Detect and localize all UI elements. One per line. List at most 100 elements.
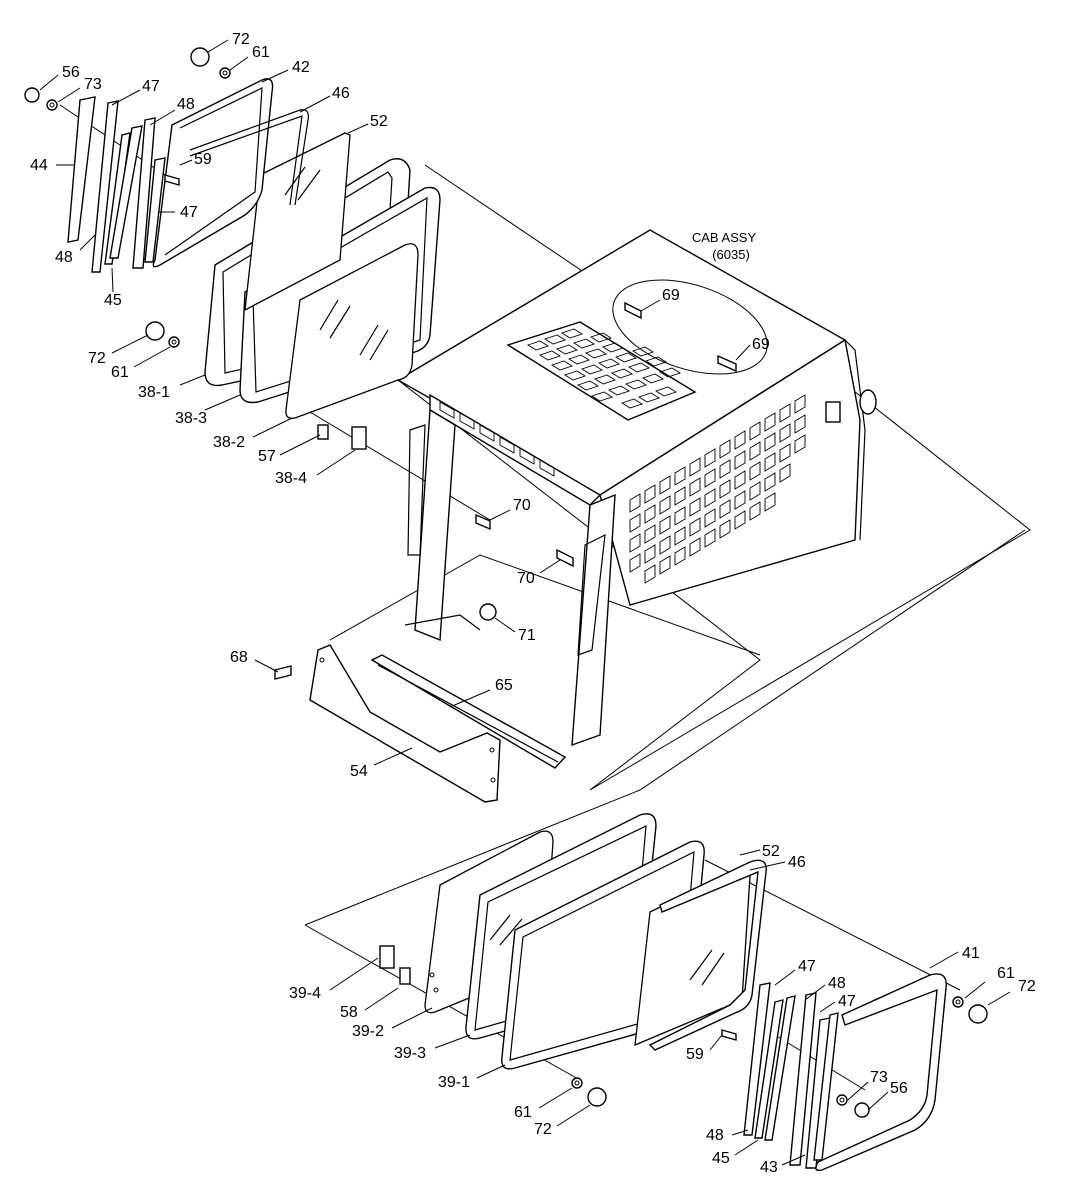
cab-fasteners <box>274 279 768 680</box>
callout-45: 45 <box>712 1150 730 1167</box>
rear-hinge <box>859 389 877 415</box>
strip-47b <box>144 157 166 263</box>
nut-71 <box>479 603 497 621</box>
callout-59: 59 <box>194 151 212 168</box>
side-latch <box>825 401 841 423</box>
nut-56a <box>24 87 40 103</box>
callout-47: 47 <box>838 993 856 1010</box>
callout-56: 56 <box>890 1080 908 1097</box>
callout-54: 54 <box>350 763 368 780</box>
weather-strip-65 <box>370 654 567 769</box>
callout-57: 57 <box>258 448 276 465</box>
callout-labels: 72 61 42 56 73 47 48 46 52 44 59 47 48 4… <box>30 31 1036 1176</box>
callout-39-1: 39-1 <box>438 1074 470 1091</box>
callout-48: 48 <box>55 249 73 266</box>
callout-39-3: 39-3 <box>394 1045 426 1062</box>
nut-72c <box>968 1004 988 1024</box>
bolt-69b <box>717 354 737 373</box>
left-strips <box>67 96 166 273</box>
hinge-39-4 <box>379 945 395 969</box>
callout-61: 61 <box>514 1104 532 1121</box>
strip-47d <box>813 1012 839 1161</box>
lower-seal-46 <box>648 859 767 1051</box>
strip-48b <box>104 132 131 265</box>
callout-43: 43 <box>760 1159 778 1176</box>
callout-48: 48 <box>706 1127 724 1144</box>
callout-39-4: 39-4 <box>289 985 321 1002</box>
bolt-59b <box>721 1029 737 1041</box>
callout-73: 73 <box>870 1069 888 1086</box>
callout-42: 42 <box>292 59 310 76</box>
leader-lines <box>39 39 1011 1166</box>
callout-61: 61 <box>111 364 129 381</box>
callout-38-4: 38-4 <box>275 470 307 487</box>
left-seal-46 <box>189 109 309 206</box>
detail-circle <box>612 279 768 375</box>
callout-44: 44 <box>30 157 48 174</box>
strip-47a <box>91 100 119 273</box>
strip-48d <box>743 982 771 1136</box>
strip-45b <box>754 999 784 1139</box>
callout-52: 52 <box>370 113 388 130</box>
callout-48: 48 <box>828 975 846 992</box>
callout-45: 45 <box>104 292 122 309</box>
lower-strips <box>743 982 839 1169</box>
left-glass-52 <box>244 132 351 312</box>
callout-58: 58 <box>340 1004 358 1021</box>
bolt-70a <box>475 513 491 531</box>
callout-38-2: 38-2 <box>213 434 245 451</box>
header-slots <box>439 401 555 477</box>
callout-46: 46 <box>332 85 350 102</box>
bracket-58 <box>399 967 411 985</box>
strip-45 <box>109 125 143 259</box>
callout-70: 70 <box>517 570 535 587</box>
left-outer-frame-42 <box>152 78 274 268</box>
nut-56b <box>854 1102 870 1118</box>
lower-fasteners <box>379 945 988 1118</box>
callout-38-1: 38-1 <box>138 384 170 401</box>
callout-73: 73 <box>84 76 102 93</box>
strip-43 <box>805 1017 831 1169</box>
left-glass-38-2 <box>285 243 419 419</box>
callout-68: 68 <box>230 649 248 666</box>
strip-44 <box>67 96 96 243</box>
callout-72: 72 <box>88 350 106 367</box>
callout-47: 47 <box>798 958 816 975</box>
callout-61: 61 <box>252 44 270 61</box>
callout-48: 48 <box>177 96 195 113</box>
floor-plate-54 <box>309 644 501 803</box>
callout-47: 47 <box>180 204 198 221</box>
callout-38-3: 38-3 <box>175 410 207 427</box>
callout-72: 72 <box>232 31 250 48</box>
strip-48a <box>132 117 156 269</box>
bolt-69a <box>624 301 642 320</box>
roof-vent <box>506 321 697 421</box>
nut-72b <box>145 321 165 341</box>
callout-70: 70 <box>513 497 531 514</box>
nut-72d <box>587 1087 607 1107</box>
left-fasteners <box>24 47 367 450</box>
callout-69: 69 <box>752 336 770 353</box>
callout-46: 46 <box>788 854 806 871</box>
callout-71: 71 <box>518 627 536 644</box>
hinge-38-4 <box>351 426 367 450</box>
callout-41: 41 <box>962 945 980 962</box>
callout-59: 59 <box>686 1046 704 1063</box>
callout-39-2: 39-2 <box>352 1023 384 1040</box>
assembly-title: CAB ASSY <box>692 230 757 245</box>
callout-61: 61 <box>997 965 1015 982</box>
side-wall-mesh <box>629 394 806 584</box>
strip-47c <box>764 995 796 1141</box>
callout-69: 69 <box>662 287 680 304</box>
bolt-68 <box>274 665 292 680</box>
roof-vent-holes <box>526 328 682 409</box>
callout-65: 65 <box>495 677 513 694</box>
callout-47: 47 <box>142 78 160 95</box>
bolt-70b <box>556 548 574 568</box>
lower-outer-frame-41 <box>815 973 947 1172</box>
bolt-59a <box>164 174 180 186</box>
cab-assembly <box>396 229 877 747</box>
callout-56: 56 <box>62 64 80 81</box>
callout-52: 52 <box>762 843 780 860</box>
